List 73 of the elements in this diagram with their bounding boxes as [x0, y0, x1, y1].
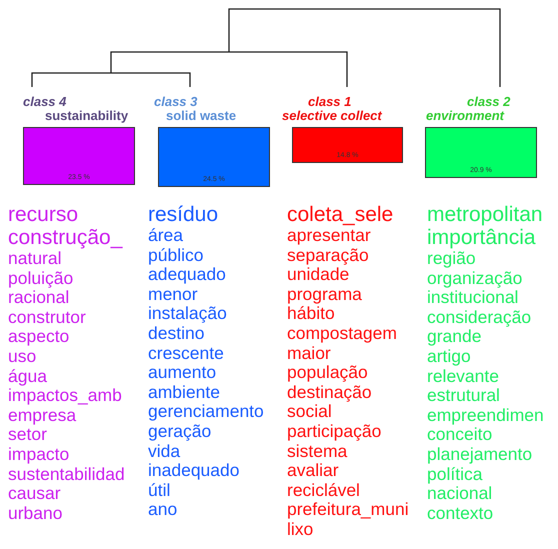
word-label: poluição	[8, 268, 74, 288]
word-label: setor	[8, 425, 47, 445]
word-label: impactos_amb	[8, 386, 122, 406]
word-label: estrutural	[427, 386, 500, 406]
word-label: resíduo	[148, 203, 218, 226]
word-label: água	[8, 366, 47, 386]
word-label: conceito	[427, 425, 492, 445]
word-label: prefeitura_muni	[287, 500, 409, 520]
word-label: reciclável	[287, 480, 360, 500]
word-label: população	[287, 363, 368, 383]
word-label: vida	[148, 442, 180, 462]
word-label: recurso	[8, 203, 78, 226]
word-label: racional	[8, 288, 70, 308]
word-label: sustentabilidad	[8, 464, 125, 484]
word-label: separação	[287, 246, 369, 266]
word-label: área	[148, 226, 184, 246]
word-label: região	[427, 249, 476, 269]
word-label: urbano	[8, 504, 62, 524]
word-label: inadequado	[148, 461, 240, 481]
word-label: causar	[8, 484, 61, 504]
word-label: construtor	[8, 308, 86, 328]
word-label: ano	[148, 500, 178, 520]
word-label: compostagem	[287, 324, 397, 344]
word-label: metropolitan	[427, 203, 543, 226]
word-label: público	[148, 246, 204, 266]
word-label: institucional	[427, 288, 518, 308]
word-label: nacional	[427, 484, 492, 504]
word-label: gerenciamento	[148, 402, 264, 422]
class-heading: class 4	[23, 95, 66, 109]
word-label: hábito	[287, 304, 335, 324]
word-label: geração	[148, 422, 212, 442]
class-heading: class 1	[308, 95, 352, 109]
class-heading: class 2	[467, 95, 510, 109]
word-label: consideração	[427, 308, 532, 328]
word-label: grande	[427, 327, 482, 347]
word-label: política	[427, 464, 482, 484]
word-label: impacto	[8, 444, 70, 465]
class-name: sustainability	[45, 109, 128, 123]
word-label: contexto	[427, 504, 494, 524]
word-label: programa	[287, 284, 362, 304]
word-label: unidade	[287, 265, 350, 285]
word-label: empresa	[8, 406, 76, 426]
word-label: menor	[148, 284, 198, 304]
word-label: importância	[427, 226, 536, 249]
word-label: planejamento	[427, 444, 532, 465]
word-label: adequado	[148, 265, 226, 285]
word-label: empreendimen	[427, 406, 544, 426]
word-label: aumento	[148, 363, 216, 383]
class-heading: class 3	[154, 95, 198, 109]
word-label: apresentar	[287, 226, 371, 246]
word-label: crescente	[148, 344, 224, 364]
word-label: ambiente	[148, 382, 220, 402]
word-label: lixo	[287, 520, 314, 540]
word-label: útil	[148, 480, 170, 500]
word-label: maior	[287, 344, 331, 364]
word-label: sistema	[287, 442, 348, 462]
word-label: destino	[148, 324, 204, 344]
word-label: instalação	[148, 304, 227, 324]
word-label: destinação	[287, 382, 372, 402]
class-name: environment	[426, 109, 504, 123]
word-label: natural	[8, 249, 62, 269]
word-label: avaliar	[287, 461, 339, 481]
class-name: solid waste	[166, 109, 236, 123]
word-label: relevante	[427, 366, 499, 386]
word-label: participação	[287, 422, 382, 442]
word-label: aspecto	[8, 327, 70, 347]
word-label: construção_	[8, 226, 122, 249]
word-label: coleta_sele	[287, 203, 394, 226]
word-label: uso	[8, 346, 36, 367]
class-name: selective collect	[282, 109, 382, 123]
word-label: organização	[427, 268, 522, 288]
word-label: artigo	[427, 346, 471, 367]
word-label: social	[287, 402, 332, 422]
